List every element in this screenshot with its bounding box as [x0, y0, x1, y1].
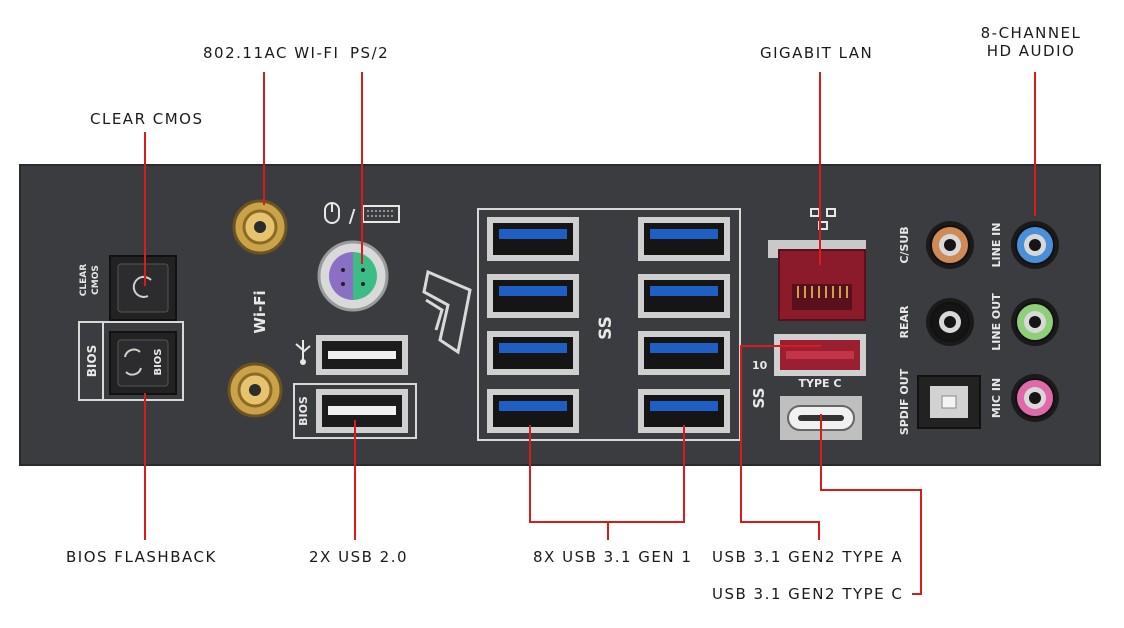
audio-line-out-jack[interactable] — [1011, 298, 1059, 346]
ss-gen2-silk: SS — [750, 388, 768, 409]
usb20-port-top[interactable] — [316, 335, 408, 375]
spdif-silk: SPDIF OUT — [898, 368, 911, 435]
wifi-silk: Wi-Fi — [251, 290, 269, 333]
ps2-slash-silk: / — [349, 206, 356, 227]
clear-cmos-button[interactable] — [109, 255, 177, 321]
bios-button-silk: BIOS — [153, 348, 164, 375]
wifi-antenna-connector-top[interactable] — [232, 199, 288, 255]
usb3-gen1-port[interactable] — [487, 217, 579, 261]
rear-silk: REAR — [898, 305, 911, 338]
ps2-port[interactable] — [317, 240, 389, 312]
line-out-silk: LINE OUT — [990, 293, 1003, 351]
type-c-silk: TYPE C — [799, 377, 842, 390]
line-in-silk: LINE IN — [990, 223, 1003, 268]
usb3-gen1-port[interactable] — [638, 389, 730, 433]
usb3-gen1-port[interactable] — [487, 331, 579, 375]
usb20-port-bottom[interactable] — [316, 389, 408, 433]
spdif-out-port[interactable] — [917, 375, 981, 429]
usb3-gen1-port[interactable] — [638, 217, 730, 261]
callout-wifi: 802.11AC WI-FI — [203, 44, 340, 62]
leader-lines — [144, 72, 1036, 595]
svg-text:SS: SS — [596, 316, 616, 340]
callout-ps2: PS/2 — [350, 44, 390, 62]
bios-flashback-button[interactable]: BIOS — [109, 331, 177, 395]
callout-hd-audio-line2: HD AUDIO — [986, 42, 1076, 60]
superspeed-icon: SS — [596, 316, 616, 340]
usb3-gen1-ports — [487, 217, 730, 433]
usb3-gen1-port[interactable] — [487, 389, 579, 433]
bios-box-outline — [78, 321, 184, 401]
usb3-gen1-port[interactable] — [487, 274, 579, 318]
leader-usb31-gen2-c — [820, 414, 922, 595]
callout-gigabit-lan: GIGABIT LAN — [760, 44, 874, 62]
usb3-gen1-outline — [477, 208, 741, 441]
callout-bios-flashback: BIOS FLASHBACK — [66, 548, 217, 566]
callout-usb20: 2X USB 2.0 — [309, 548, 409, 566]
usb31-gen2-type-a-port[interactable] — [774, 334, 866, 376]
mic-in-silk: MIC IN — [990, 378, 1003, 418]
wifi-antenna-connector-bottom[interactable] — [227, 362, 283, 418]
refresh-icon — [132, 275, 152, 298]
ss10-silk: 10 — [752, 359, 768, 372]
clear-cmos-silk-2: CMOS — [91, 265, 101, 295]
callout-hd-audio: 8-CHANNEL HD AUDIO — [968, 24, 1094, 60]
callout-usb31-gen2-a: USB 3.1 GEN2 TYPE A — [712, 548, 904, 566]
audio-csub-jack[interactable] — [926, 221, 974, 269]
usb-bios-silk: BIOS — [297, 396, 310, 426]
callout-clear-cmos: CLEAR CMOS — [90, 110, 204, 128]
audio-rear-jack[interactable] — [926, 298, 974, 346]
callout-hd-audio-line1: 8-CHANNEL — [980, 24, 1082, 42]
rog-logo — [422, 269, 472, 355]
bios-silk: BIOS — [85, 345, 99, 377]
leader-usb31-gen2-a — [740, 345, 821, 540]
clear-cmos-silk-1: CLEAR — [79, 264, 89, 296]
audio-jacks — [926, 221, 1059, 422]
gigabit-lan-port[interactable] — [768, 240, 866, 321]
leader-usb31-gen1 — [529, 425, 685, 540]
usb3-gen1-port[interactable] — [638, 331, 730, 375]
usb3-gen1-port[interactable] — [638, 274, 730, 318]
csub-silk: C/SUB — [898, 226, 911, 263]
callout-usb31-gen1: 8X USB 3.1 GEN 1 — [533, 548, 693, 566]
callout-usb31-gen2-c: USB 3.1 GEN2 TYPE C — [712, 585, 904, 603]
usb-icon — [295, 340, 311, 365]
audio-line-in-jack[interactable] — [1011, 221, 1059, 269]
audio-mic-in-jack[interactable] — [1011, 374, 1059, 422]
mouse-icon — [324, 202, 340, 224]
